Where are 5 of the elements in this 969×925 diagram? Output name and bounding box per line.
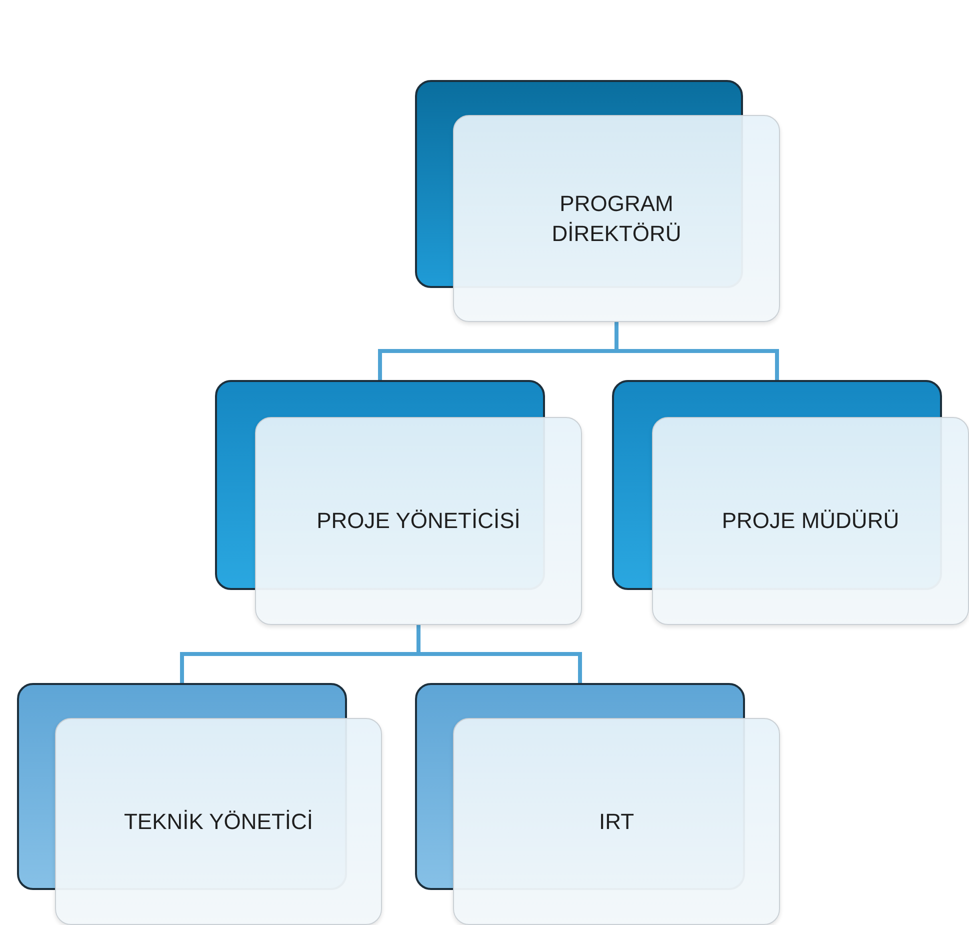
role-title: IRT bbox=[598, 808, 636, 836]
role-title: TEKNİK YÖNETİCİ bbox=[122, 808, 314, 836]
role-title: PROGRAM DİREKTÖRÜ bbox=[550, 190, 682, 248]
role-title: PROJE YÖNETİCİSİ bbox=[316, 507, 522, 536]
role-title: PROJE MÜDÜRÜ bbox=[720, 507, 900, 536]
